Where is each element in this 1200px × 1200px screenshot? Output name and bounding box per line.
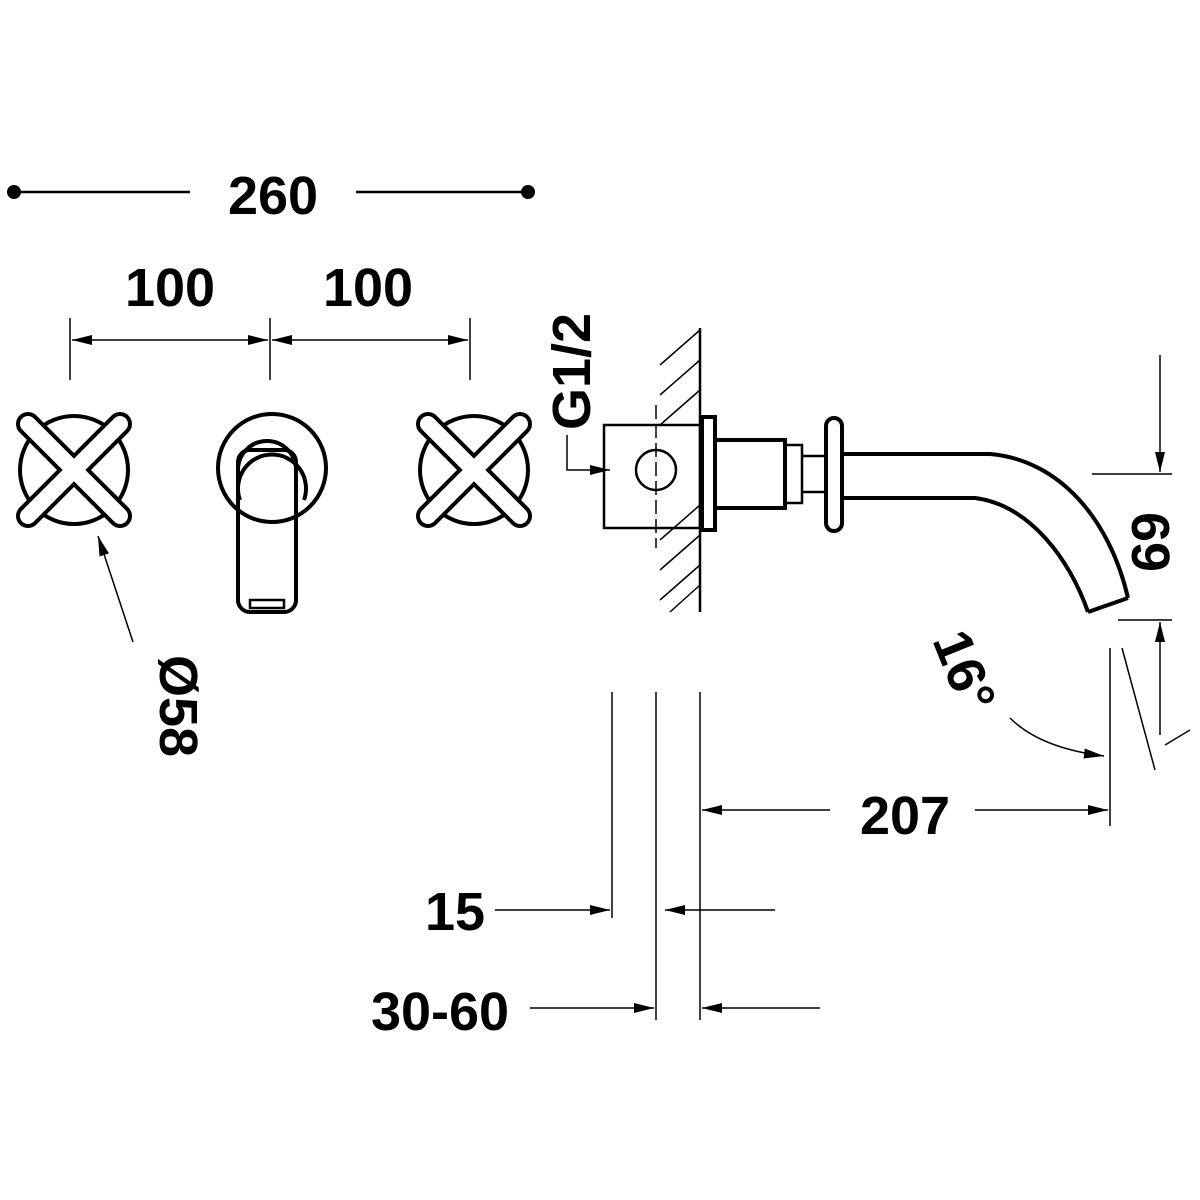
dimension-flange-thickness: 15 <box>425 882 775 942</box>
dimension-spout-angle: 16° <box>921 622 1191 826</box>
dimension-overall-width: 260 <box>7 166 535 226</box>
overall-width-label: 260 <box>228 166 318 226</box>
wall-section <box>659 328 702 613</box>
connection-label: G1/2 <box>542 313 602 430</box>
cross-handle-right-icon <box>416 412 532 528</box>
flange-thickness-label: 15 <box>425 882 485 942</box>
handle-diameter-label: Ø58 <box>148 655 208 757</box>
handle-spacing-left-label: 100 <box>125 258 215 318</box>
dimension-handle-spacing: 100 100 <box>69 258 471 380</box>
spout-front-view-icon <box>216 412 328 614</box>
handle-spacing-right-label: 100 <box>323 258 413 318</box>
dimension-spout-projection: 207 <box>702 786 1108 846</box>
dimension-wall-depth: 30-60 <box>371 982 820 1042</box>
dimension-spout-height: 69 <box>1092 355 1180 735</box>
spout-height-label: 69 <box>1120 512 1180 572</box>
spout-side-view-icon <box>602 405 1130 614</box>
dimension-handle-diameter: Ø58 <box>97 535 208 757</box>
cross-handle-left-icon <box>16 412 132 528</box>
spout-angle-label: 16° <box>921 622 1007 720</box>
spout-projection-label: 207 <box>860 786 950 846</box>
dimension-connection: G1/2 <box>542 313 610 475</box>
depth-reference-lines <box>611 692 701 1020</box>
wall-depth-label: 30-60 <box>371 982 509 1042</box>
